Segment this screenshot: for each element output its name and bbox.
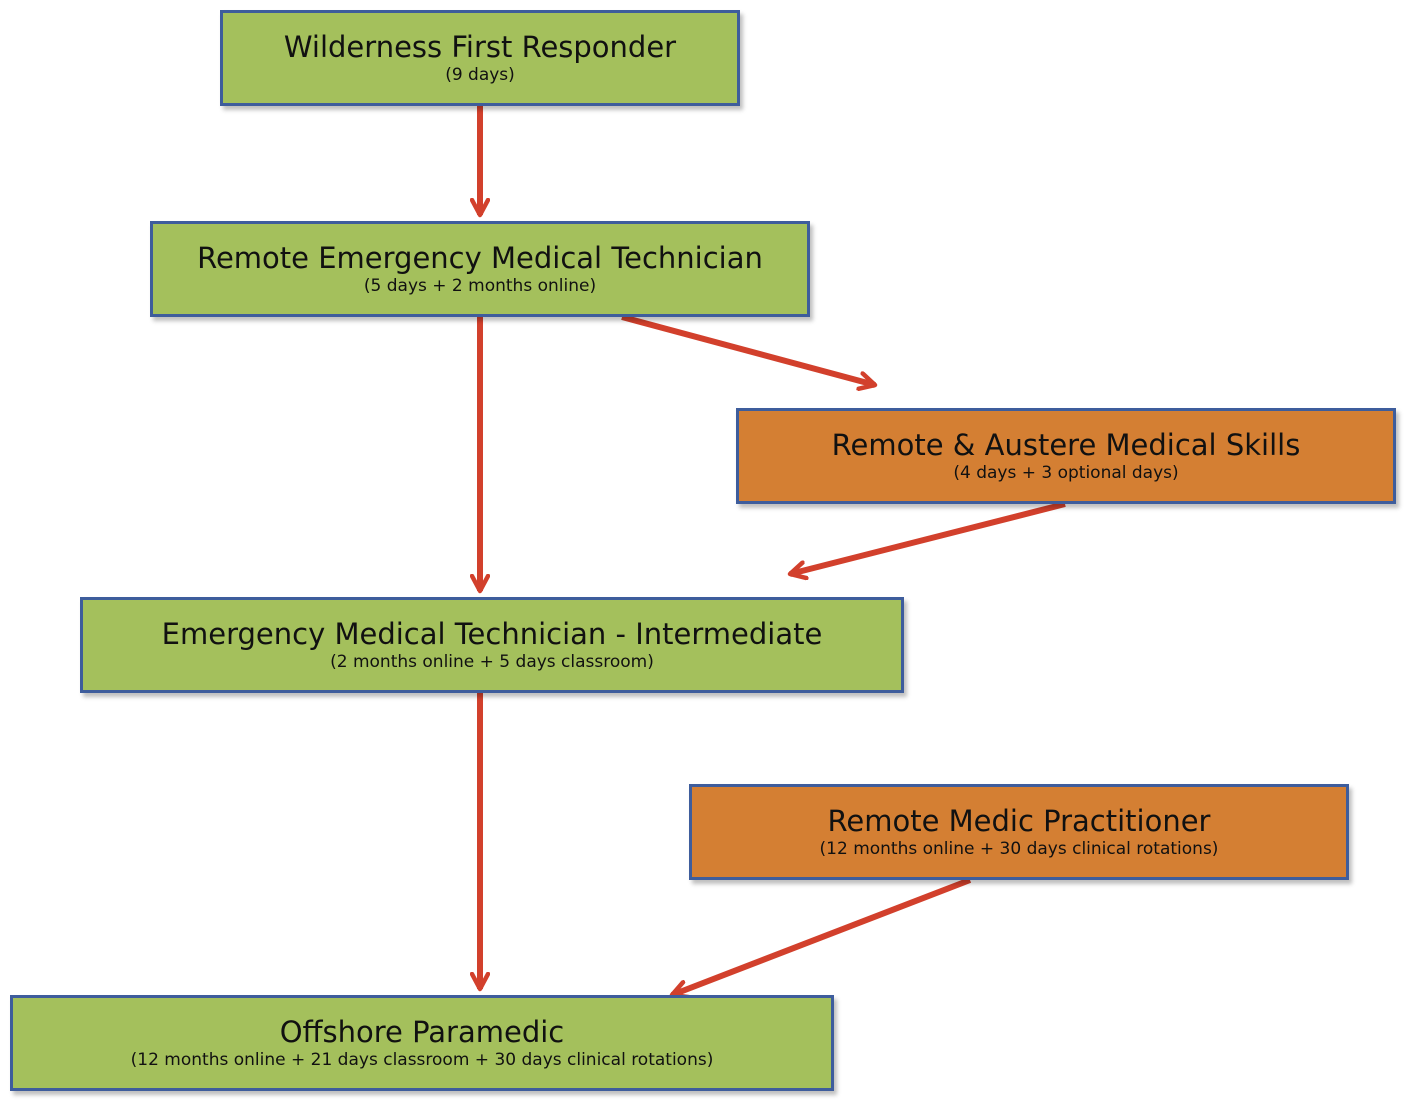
node-remote-emt: Remote Emergency Medical Technician (5 d…	[150, 221, 810, 317]
node-wilderness-first-responder: Wilderness First Responder (9 days)	[220, 10, 740, 106]
node-remote-austere-medical-skills: Remote & Austere Medical Skills (4 days …	[736, 408, 1396, 504]
node-emt-intermediate: Emergency Medical Technician - Intermedi…	[80, 597, 904, 693]
arrow-remt-to-rams	[621, 314, 875, 385]
node-duration: (12 months online + 21 days classroom + …	[130, 1050, 714, 1070]
node-title: Wilderness First Responder	[283, 30, 677, 64]
arrow-rams-to-emti	[790, 501, 1066, 574]
arrow-rmp-to-op	[672, 877, 972, 995]
node-duration: (4 days + 3 optional days)	[953, 463, 1179, 483]
node-title: Remote & Austere Medical Skills	[831, 428, 1301, 462]
node-remote-medic-practitioner: Remote Medic Practitioner (12 months onl…	[689, 784, 1349, 880]
node-title: Emergency Medical Technician - Intermedi…	[161, 617, 823, 651]
node-duration: (2 months online + 5 days classroom)	[330, 652, 654, 672]
node-duration: (12 months online + 30 days clinical rot…	[819, 839, 1219, 859]
node-offshore-paramedic: Offshore Paramedic (12 months online + 2…	[10, 995, 834, 1091]
node-title: Remote Medic Practitioner	[827, 804, 1211, 838]
node-duration: (5 days + 2 months online)	[363, 276, 597, 296]
node-duration: (9 days)	[445, 65, 515, 85]
node-title: Remote Emergency Medical Technician	[197, 241, 763, 275]
node-title: Offshore Paramedic	[279, 1015, 565, 1049]
